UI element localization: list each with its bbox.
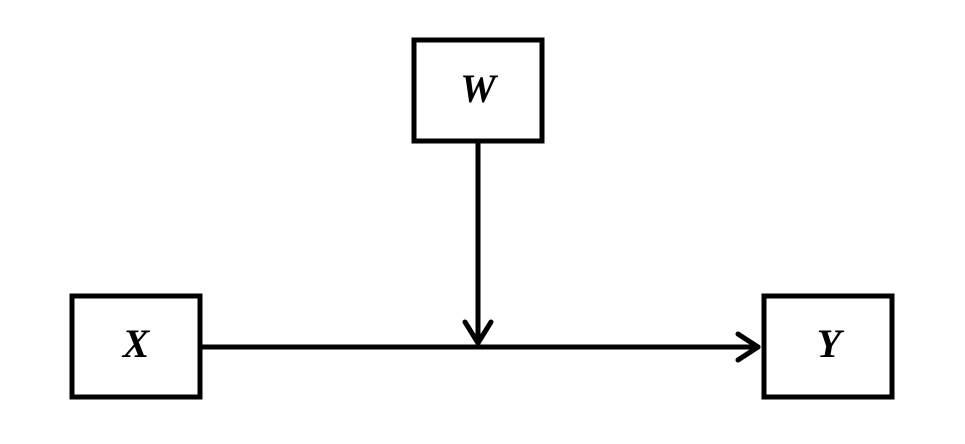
node-x: X [69, 293, 203, 400]
node-x-box [69, 293, 203, 400]
arrow-w-to-path-head [462, 319, 494, 346]
node-y-box [761, 293, 895, 400]
arrow-x-to-y [199, 331, 761, 363]
node-y-label: Y [817, 321, 845, 366]
node-w: W [411, 37, 545, 144]
node-x-label: X [121, 321, 151, 366]
node-w-label: W [460, 66, 498, 111]
arrow-w-to-path [462, 140, 494, 346]
node-y: Y [761, 293, 895, 400]
arrow-x-to-y-head [735, 331, 761, 363]
